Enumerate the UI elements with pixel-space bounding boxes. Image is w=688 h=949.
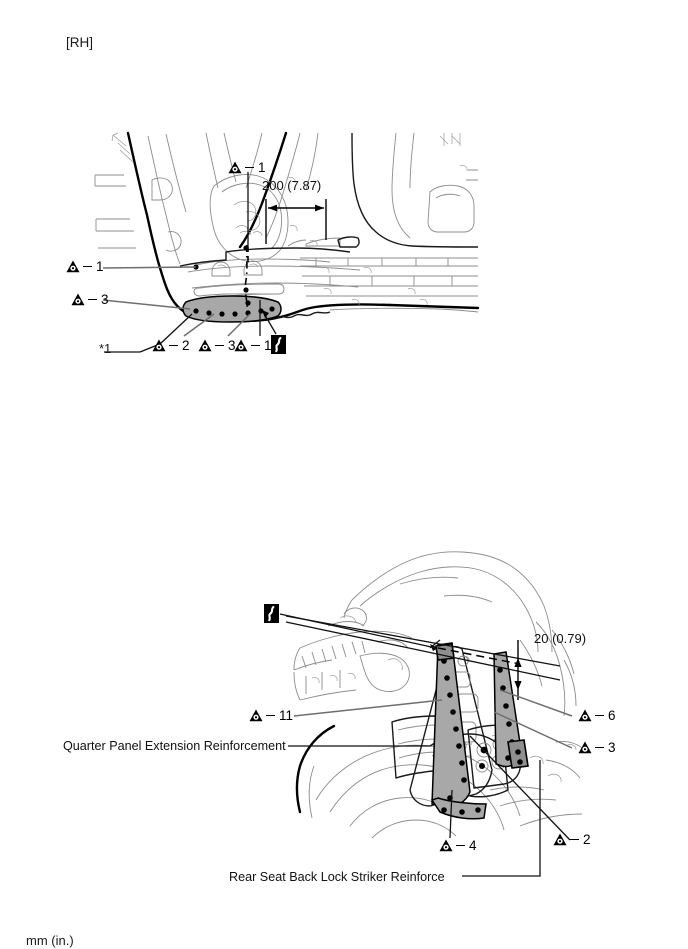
callout-dash — [169, 344, 178, 347]
upper-figure-weld-flange — [182, 245, 282, 323]
spot-weld-triangle-icon — [249, 709, 263, 722]
callout-dash — [595, 714, 604, 717]
spot-weld-triangle-icon — [553, 833, 567, 846]
lower-figure-weld-flanges — [430, 642, 529, 820]
spot-weld-triangle-icon — [71, 293, 85, 306]
callout-dash — [83, 265, 92, 268]
centerline-dashdot — [244, 244, 248, 315]
callout-bottom-1[interactable]: 2 — [152, 338, 190, 353]
callout-dash — [266, 714, 275, 717]
dimension-20-label: 20 (0.79) — [534, 631, 587, 646]
spot-weld-triangle-icon — [578, 741, 592, 754]
lower-figure-leaders — [279, 613, 573, 877]
spot-weld-triangle-icon — [152, 339, 166, 352]
spot-weld-triangle-icon — [228, 161, 242, 174]
callout-dash — [245, 166, 254, 169]
spot-weld-triangle-icon — [578, 709, 592, 722]
dimension-200-label: 200 (7.87) — [262, 178, 322, 193]
callout-number: 1 — [96, 259, 104, 274]
callout-number: 6 — [608, 708, 616, 723]
callout-number: 11 — [279, 708, 294, 723]
upper-figure-body-outline — [94, 131, 480, 323]
spot-weld-triangle-icon — [234, 339, 248, 352]
callout-dash — [570, 838, 579, 841]
callout-number: 3 — [228, 338, 236, 353]
callout-right-6[interactable]: 6 — [578, 708, 616, 723]
callout-number: 2 — [182, 338, 190, 353]
rear-seat-back-lock-striker-reinforce-label: Rear Seat Back Lock Striker Reinforce — [229, 870, 445, 884]
callout-left-upper[interactable]: 1 — [66, 259, 104, 274]
side-indicator: [RH] — [66, 35, 93, 50]
callout-number: 3 — [608, 740, 616, 755]
callout-left-lower[interactable]: 3 — [71, 292, 109, 307]
lower-figure-body-outline — [293, 551, 587, 839]
callout-number: 1 — [264, 338, 272, 353]
callout-number: 3 — [101, 292, 109, 307]
sealer-square-icon — [271, 335, 286, 354]
callout-dash — [595, 746, 604, 749]
callout-left-11[interactable]: 11 — [249, 708, 293, 723]
callout-dash — [456, 844, 465, 847]
units-note: mm (in.) — [26, 933, 74, 948]
dimension-200 — [265, 199, 327, 244]
callout-number: 1 — [258, 160, 266, 175]
callout-bottom-3[interactable]: 1 — [234, 338, 272, 353]
callout-right-2[interactable]: 2 — [553, 832, 591, 847]
spot-weld-triangle-icon — [66, 260, 80, 273]
callout-top-center[interactable]: 1 — [228, 160, 266, 175]
upper-figure-leaders — [102, 172, 277, 353]
lower-figure-reference-lines — [285, 615, 561, 681]
callout-bottom-2[interactable]: 3 — [198, 338, 236, 353]
spot-weld-triangle-icon — [439, 839, 453, 852]
callout-dash — [215, 344, 224, 347]
callout-number: 2 — [583, 832, 591, 847]
callout-bottom-4[interactable]: 4 — [439, 838, 477, 853]
callout-number: 4 — [469, 838, 477, 853]
footnote-marker: *1 — [99, 341, 112, 356]
sealer-square-icon — [264, 604, 279, 623]
callout-dash — [251, 344, 260, 347]
callout-dash — [88, 298, 97, 301]
dimension-20 — [514, 640, 522, 700]
callout-right-3[interactable]: 3 — [578, 740, 616, 755]
quarter-panel-extension-reinforcement-label: Quarter Panel Extension Reinforcement — [63, 739, 286, 753]
spot-weld-triangle-icon — [198, 339, 212, 352]
